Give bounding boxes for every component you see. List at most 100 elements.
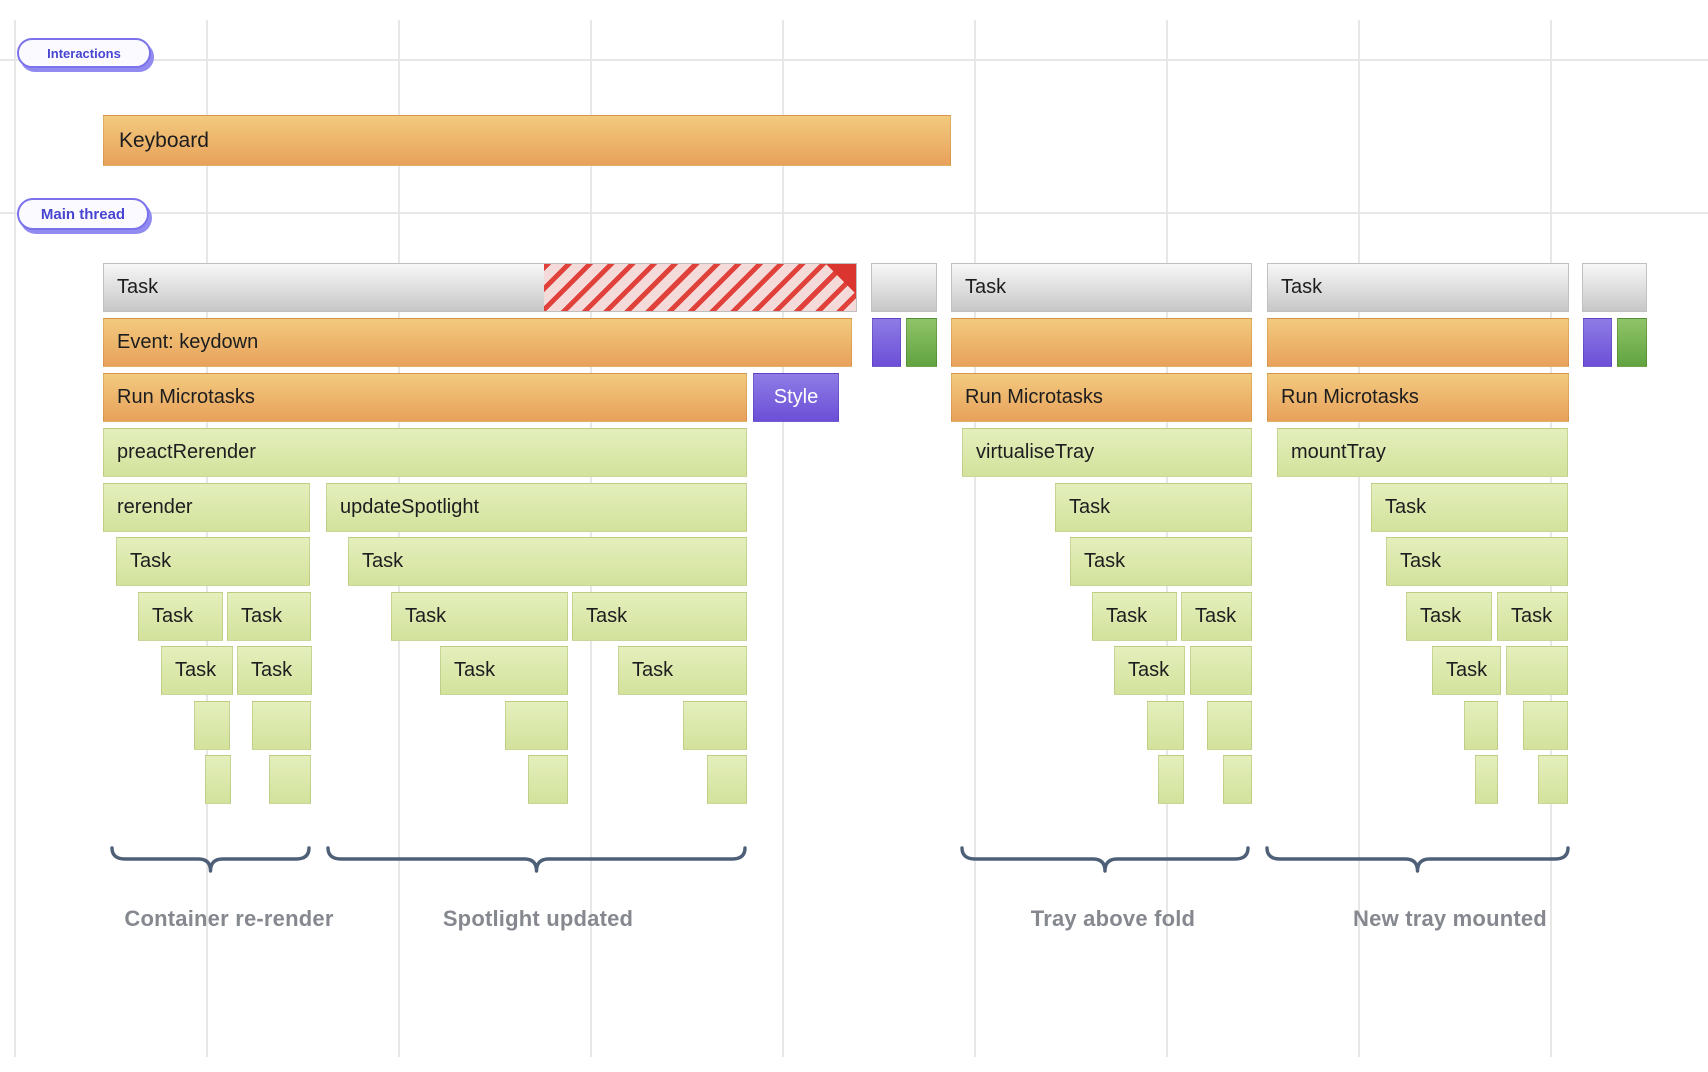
flame-bar-task[interactable]: Task (1267, 263, 1569, 312)
flame-bar-task[interactable]: Task (1432, 646, 1501, 695)
flame-bar[interactable] (252, 701, 311, 750)
flame-bar-task[interactable]: Task (161, 646, 233, 695)
track-label-interactions[interactable]: Interactions (17, 38, 151, 68)
flame-bar-label: Task (241, 605, 283, 627)
flame-bar[interactable] (194, 701, 230, 750)
flame-bar-task[interactable]: Task (227, 592, 311, 641)
flame-bar[interactable] (871, 263, 937, 312)
flame-bar[interactable] (1267, 318, 1569, 367)
flame-bar-label: Task (405, 605, 447, 627)
flame-bar-task[interactable]: Task (1181, 592, 1252, 641)
flame-bar-label: Task (1385, 496, 1427, 518)
flame-bar-task[interactable]: Task (1406, 592, 1492, 641)
flame-bar-label: Task (1400, 550, 1442, 572)
flame-bar-task[interactable]: Task (440, 646, 568, 695)
gridline-vertical (14, 20, 16, 1057)
flame-bar-label: Task (130, 550, 172, 572)
flame-bar-task[interactable]: Task (951, 263, 1252, 312)
flame-bar-task[interactable]: Task (391, 592, 568, 641)
flame-bar[interactable] (1207, 701, 1252, 750)
flame-bar[interactable] (1147, 701, 1184, 750)
flame-bar[interactable] (906, 318, 937, 367)
flame-bar-label: Task (965, 276, 1007, 298)
flame-bar-label: Task (1069, 496, 1111, 518)
flame-bar[interactable] (1158, 755, 1184, 804)
track-label-main-thread[interactable]: Main thread (17, 198, 149, 230)
flame-bar-mounttray[interactable]: mountTray (1277, 428, 1568, 477)
flame-bar-label: Run Microtasks (965, 386, 1103, 408)
flame-bar-task[interactable]: Task (1497, 592, 1568, 641)
flame-bar-label: Task (1420, 605, 1462, 627)
long-task-corner-icon (826, 264, 856, 294)
flame-bar-label: virtualiseTray (976, 441, 1095, 463)
flame-bar[interactable] (205, 755, 231, 804)
flame-bar[interactable] (683, 701, 747, 750)
flame-bar-label: Task (1446, 659, 1488, 681)
annotation-label: Tray above fold (1030, 906, 1196, 931)
annotation-brace (1265, 846, 1570, 873)
gridline-vertical (782, 20, 784, 1057)
flame-bar-task[interactable]: Task (348, 537, 747, 586)
flame-bar-task[interactable]: Task (116, 537, 310, 586)
flame-bar-label: Task (117, 276, 159, 298)
flame-bar[interactable] (1582, 263, 1647, 312)
flame-bar-task[interactable]: Task (1055, 483, 1252, 532)
flame-bar[interactable] (1190, 646, 1252, 695)
flame-bar-label: rerender (117, 496, 193, 518)
gridline-horizontal (0, 212, 1708, 214)
flame-bar-task[interactable]: Task (1092, 592, 1177, 641)
flame-bar[interactable] (1464, 701, 1498, 750)
flame-bar-event-keydown[interactable]: Event: keydown (103, 318, 852, 367)
flame-bar-task[interactable]: Task (572, 592, 747, 641)
flame-bar[interactable] (1538, 755, 1568, 804)
flame-bar-label: Task (1511, 605, 1553, 627)
flame-bar[interactable] (1523, 701, 1568, 750)
flame-bar-task[interactable]: Task (1114, 646, 1185, 695)
flame-bar[interactable] (707, 755, 747, 804)
flame-bar[interactable] (1223, 755, 1252, 804)
flame-bar-task[interactable]: Task (1386, 537, 1568, 586)
flame-bar[interactable] (505, 701, 568, 750)
flame-bar[interactable] (269, 755, 311, 804)
flame-bar-task[interactable]: Task (1371, 483, 1568, 532)
flame-bar[interactable] (951, 318, 1252, 367)
flame-bar-label: Style (773, 386, 819, 408)
annotation-label: Spotlight updated (442, 906, 634, 931)
gridline-vertical (974, 20, 976, 1057)
flame-bar-task[interactable]: Task (237, 646, 312, 695)
flame-bar-task[interactable]: Task (138, 592, 223, 641)
annotation-brace (110, 846, 311, 873)
flame-bar-updatespotlight[interactable]: updateSpotlight (326, 483, 747, 532)
flame-bar[interactable] (872, 318, 901, 367)
annotation-label: Container re-render (124, 906, 334, 931)
flame-bar-rerender[interactable]: rerender (103, 483, 310, 532)
annotation-brace (326, 846, 747, 873)
flame-bar-label: Task (632, 659, 674, 681)
flame-bar[interactable] (1617, 318, 1647, 367)
flame-bar-virtualisetray[interactable]: virtualiseTray (962, 428, 1252, 477)
flame-bar-label: Task (1195, 605, 1237, 627)
interaction-keyboard-label: Keyboard (119, 128, 209, 152)
flame-bar-label: Run Microtasks (1281, 386, 1419, 408)
interaction-keyboard-bar[interactable]: Keyboard (103, 115, 951, 166)
flame-bar-task[interactable]: Task (103, 263, 857, 312)
flame-bar[interactable] (1583, 318, 1612, 367)
flame-bar-label: mountTray (1291, 441, 1386, 463)
flame-bar[interactable] (528, 755, 568, 804)
flame-bar-label: preactRerender (117, 441, 256, 463)
flame-bar-label: Task (454, 659, 496, 681)
flame-bar-label: updateSpotlight (340, 496, 480, 518)
flame-bar-label: Task (1281, 276, 1323, 298)
flame-bar-task[interactable]: Task (618, 646, 747, 695)
flame-bar-preactrerender[interactable]: preactRerender (103, 428, 747, 477)
flame-bar-label: Task (362, 550, 404, 572)
flame-bar-task[interactable]: Task (1070, 537, 1252, 586)
flame-bar[interactable] (1475, 755, 1498, 804)
flame-bar-run-microtasks[interactable]: Run Microtasks (103, 373, 747, 422)
flame-bar-style[interactable]: Style (753, 373, 839, 422)
long-task-hatch (544, 264, 856, 311)
flame-bar-run-microtasks[interactable]: Run Microtasks (951, 373, 1252, 422)
track-label-interactions-text: Interactions (47, 45, 121, 61)
flame-bar[interactable] (1506, 646, 1568, 695)
flame-bar-run-microtasks[interactable]: Run Microtasks (1267, 373, 1569, 422)
